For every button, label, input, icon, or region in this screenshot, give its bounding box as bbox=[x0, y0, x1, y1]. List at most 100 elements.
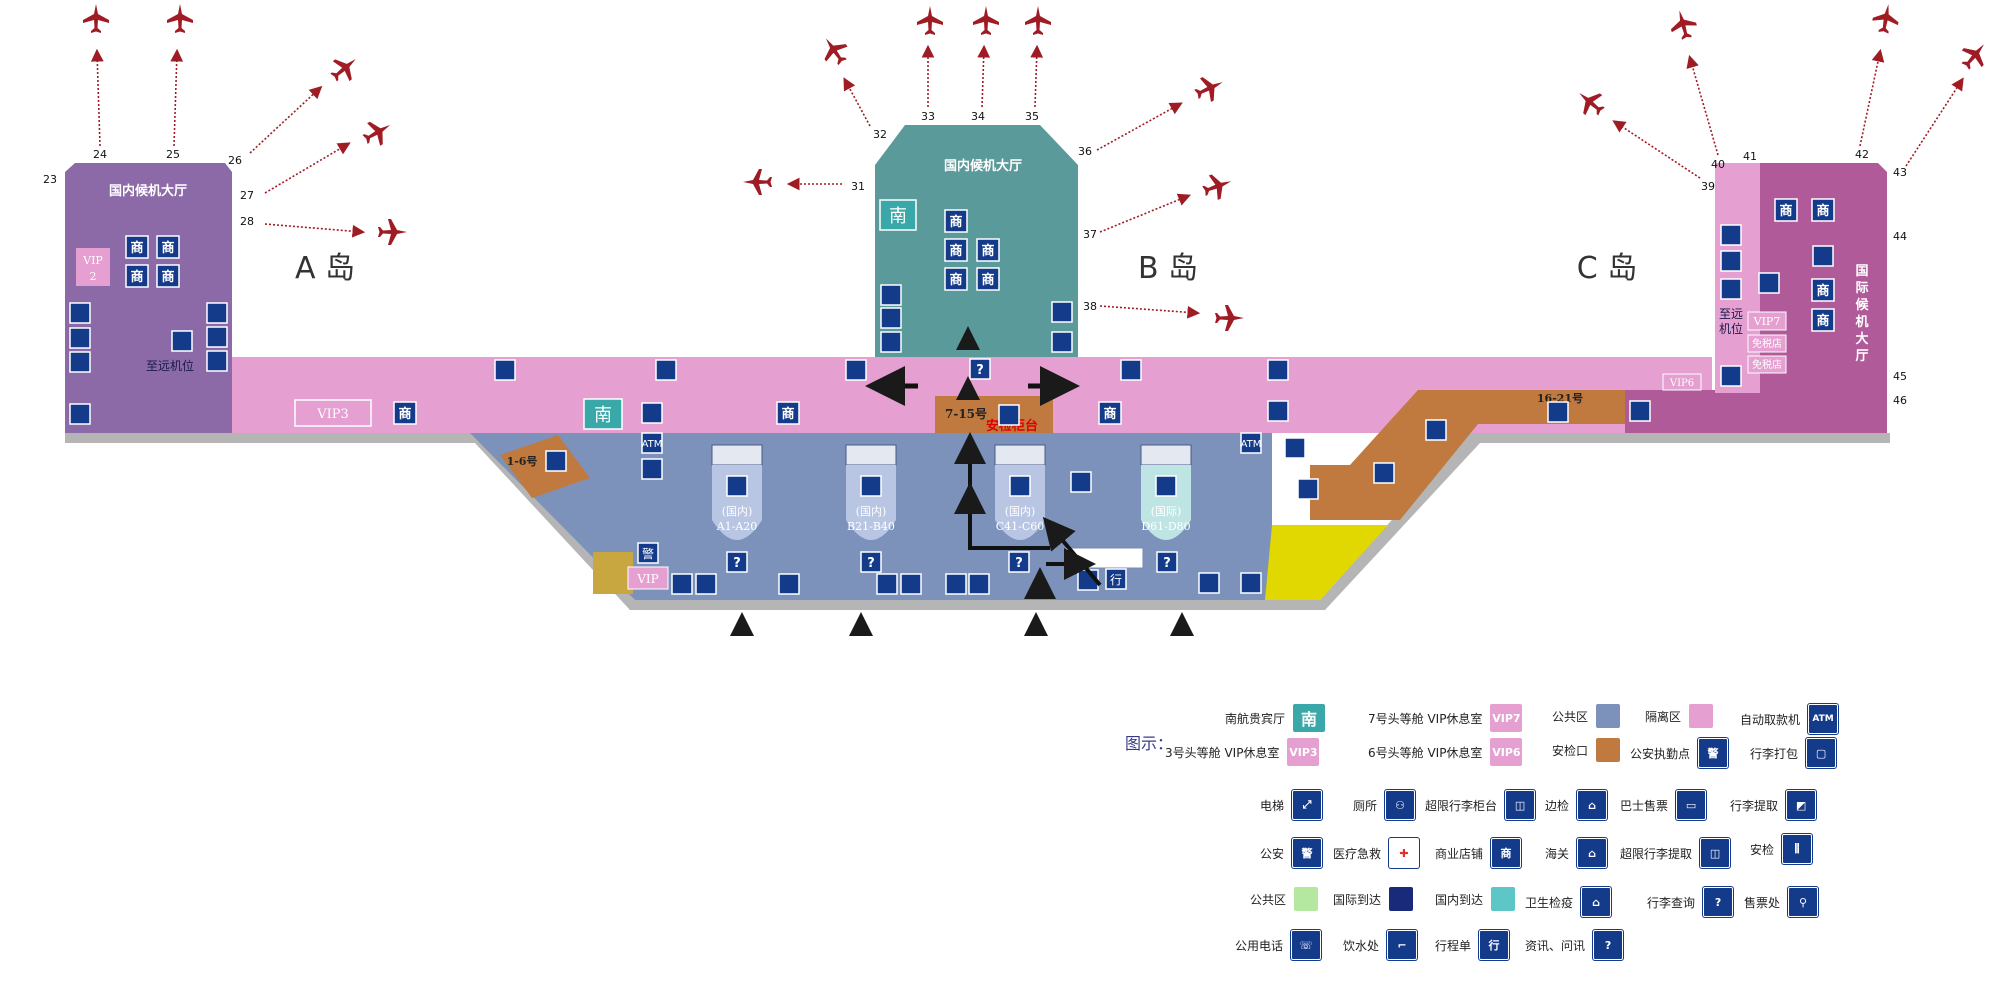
security-checkpoint-swatch bbox=[1596, 738, 1621, 762]
checkin-c-type: (国内) bbox=[1005, 504, 1036, 518]
shop-icon bbox=[156, 235, 180, 259]
checkin-counter-d: (国际) D61-D80 bbox=[1140, 444, 1192, 540]
shop-icon bbox=[944, 238, 968, 262]
legend-item: 国内到达 bbox=[1435, 887, 1516, 911]
toilet-icon bbox=[641, 402, 663, 424]
island-a-vip-number: 2 bbox=[90, 270, 97, 283]
gate-43: 43 bbox=[1893, 166, 1907, 179]
police-icon: 警 bbox=[1292, 838, 1323, 868]
legend-label: 边检 bbox=[1545, 798, 1570, 813]
shop-icon bbox=[976, 238, 1000, 262]
checkin-icon bbox=[860, 475, 882, 497]
gate-26: 26 bbox=[228, 154, 242, 167]
legend-label: 安检 bbox=[1750, 842, 1775, 857]
ticket-office-icon: ⚲ bbox=[1788, 887, 1819, 917]
island-a-hall: 国内候机大厅 bbox=[109, 183, 187, 199]
gate-31: 31 bbox=[851, 180, 865, 193]
island-c-note-2: 机位 bbox=[1719, 321, 1743, 336]
legend-item: 饮水处⌐ bbox=[1343, 930, 1418, 960]
vip3-label: VIP3 bbox=[316, 407, 349, 422]
security-icon bbox=[1629, 400, 1651, 422]
legend-label: 行李打包 bbox=[1750, 746, 1799, 761]
baggage-pack-icon bbox=[1070, 471, 1092, 493]
gate-39: 39 bbox=[1701, 180, 1715, 193]
plane-icon bbox=[83, 4, 109, 33]
vip6-lounge bbox=[1662, 373, 1702, 391]
legend-label: 安检口 bbox=[1552, 743, 1589, 758]
gate-32: 32 bbox=[873, 128, 887, 141]
police-icon-label: 警 bbox=[642, 546, 654, 561]
legend-item: 电梯⤢ bbox=[1260, 790, 1323, 820]
island-c-note-1: 至远 bbox=[1719, 307, 1743, 321]
entrance-arrows bbox=[730, 612, 1194, 636]
yellow-zone bbox=[1265, 525, 1388, 600]
checkin-b-range: B21-B40 bbox=[847, 520, 895, 533]
legend-label: 厕所 bbox=[1353, 798, 1378, 813]
police-zone bbox=[593, 552, 633, 594]
water-icon bbox=[206, 302, 228, 324]
border-control-icon: ⌂ bbox=[1577, 790, 1608, 820]
legend-label: 行程单 bbox=[1435, 938, 1472, 953]
legend-item: 行李查询? bbox=[1647, 887, 1734, 917]
security-icon bbox=[1547, 401, 1569, 423]
toilet-icon bbox=[1051, 331, 1073, 353]
shop-icon bbox=[393, 401, 417, 425]
south-badge-island-b bbox=[879, 199, 917, 231]
legend-label: 电梯 bbox=[1260, 798, 1285, 813]
public-area-green-swatch bbox=[1294, 887, 1319, 911]
gate-23: 23 bbox=[43, 173, 57, 186]
restricted-area-swatch bbox=[1689, 704, 1714, 728]
phone-icon: ☏ bbox=[1291, 930, 1322, 960]
toilet-icon: ⚇ bbox=[1385, 790, 1416, 820]
south-badge-corridor-label: 南 bbox=[594, 405, 612, 426]
legend-item: 海关⌂ bbox=[1545, 838, 1608, 868]
vip3-swatch: VIP3 bbox=[1287, 738, 1320, 766]
gate-28: 28 bbox=[240, 215, 254, 228]
island-c-label: C 岛 bbox=[1577, 251, 1637, 286]
legend-label: 公安 bbox=[1260, 846, 1285, 861]
water-icon bbox=[69, 302, 91, 324]
toilet-icon bbox=[1720, 250, 1742, 272]
legend-label: 商业店铺 bbox=[1435, 846, 1484, 861]
water-icon: ⌐ bbox=[1387, 930, 1418, 960]
security-icon bbox=[1120, 359, 1142, 381]
gate-37: 37 bbox=[1083, 228, 1097, 241]
legend-item: 商业店铺商 bbox=[1435, 838, 1522, 868]
plane-icon bbox=[1870, 1, 1902, 36]
legend-item: 公共区 bbox=[1250, 887, 1319, 911]
gate-24: 24 bbox=[93, 148, 107, 161]
gate-38: 38 bbox=[1083, 300, 1097, 313]
plane-icon bbox=[1025, 6, 1051, 35]
legend-label: 售票处 bbox=[1744, 895, 1781, 910]
security-icon: ⫼ bbox=[1782, 834, 1813, 864]
checkin-counter-c: (国内) C41-C60 bbox=[994, 444, 1046, 540]
checkin-counter-a: (国内) A1-A20 bbox=[711, 444, 763, 540]
legend-item: 边检 ⌂ bbox=[1545, 790, 1608, 820]
legend-label: 超限行李柜台 bbox=[1425, 798, 1498, 813]
info-icon bbox=[1156, 551, 1178, 573]
security-1-6-label: 1-6号 bbox=[507, 455, 538, 468]
checkin-icon bbox=[1009, 475, 1031, 497]
ticket-icon bbox=[778, 573, 800, 595]
security-icon bbox=[845, 359, 867, 381]
checkin-icon bbox=[1155, 475, 1177, 497]
legend-item: 南航贵宾厅南 bbox=[1225, 704, 1326, 732]
security-7-15-label: 7-15号 bbox=[945, 406, 987, 421]
gate-27: 27 bbox=[240, 189, 254, 202]
plane-icon bbox=[815, 31, 854, 70]
security-icon bbox=[1267, 359, 1289, 381]
security-zone-7-15 bbox=[935, 396, 1053, 433]
bus-ticket-icon: ▭ bbox=[1676, 790, 1707, 820]
gate-46: 46 bbox=[1893, 394, 1907, 407]
police-post-icon: 警 bbox=[1698, 738, 1729, 768]
security-zone-1-6 bbox=[500, 435, 590, 498]
escalator-icon bbox=[695, 573, 717, 595]
security-zone-16-21 bbox=[1310, 390, 1625, 520]
checkin-d-range: D61-D80 bbox=[1141, 520, 1190, 533]
security-icon bbox=[545, 450, 567, 472]
gate-40: 40 bbox=[1711, 158, 1725, 171]
plane-icon bbox=[1215, 305, 1244, 331]
vip-small-label: VIP bbox=[636, 572, 658, 586]
